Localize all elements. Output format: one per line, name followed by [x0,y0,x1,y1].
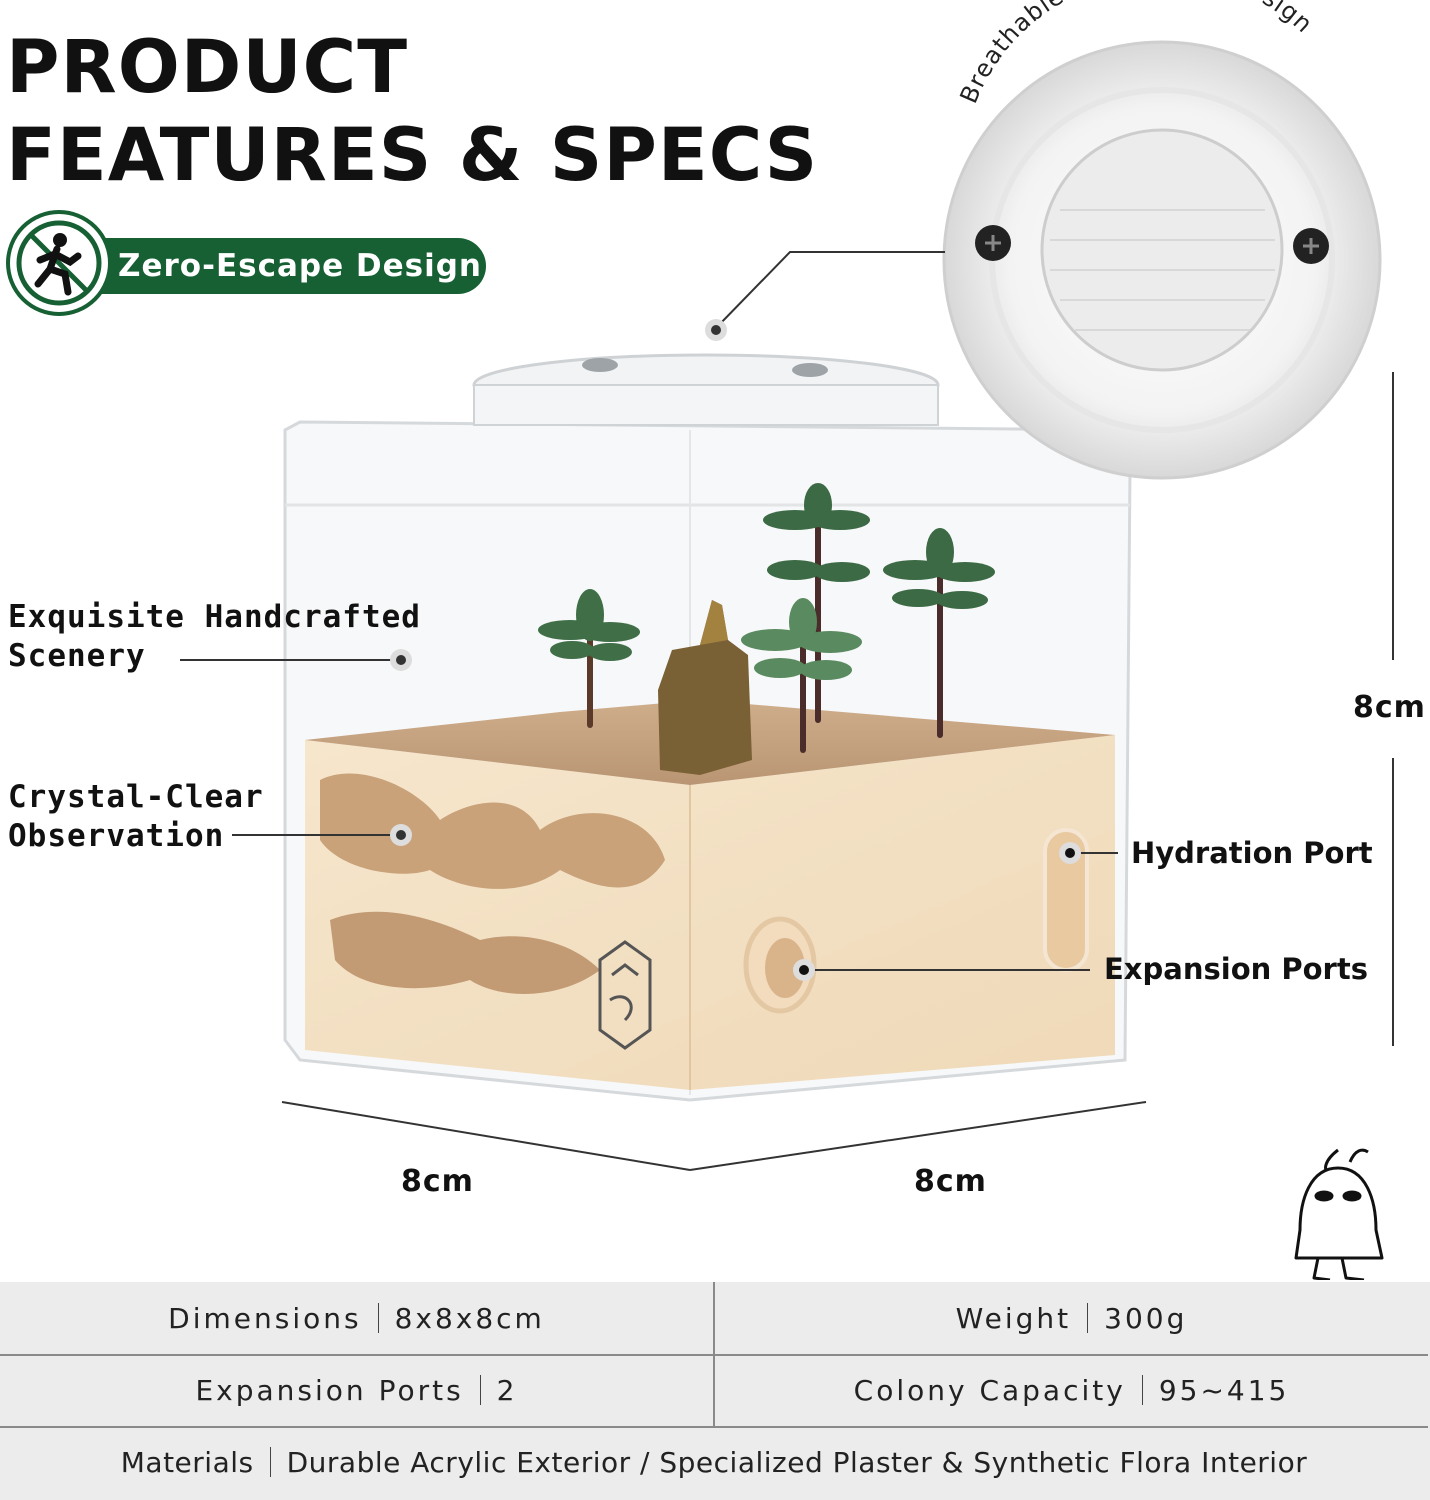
dimensions-cell: Dimensions 8x8x8cm [0,1282,713,1354]
ghost-mascot-icon [1294,1148,1384,1280]
expansion-ports-key: Expansion Ports [195,1373,464,1407]
page-title: PRODUCT FEATURES & SPECS [6,24,818,200]
expansion-ports-value: 2 [496,1373,518,1407]
width-left-dimension: 8cm [401,1164,474,1199]
product-illustration: Breathable Mesh Dome Design [180,0,1394,1280]
observation-label-line-1: Crystal-Clear [8,779,264,815]
title-line-2: FEATURES & SPECS [6,113,819,198]
materials-key: Materials [120,1445,254,1479]
specs-row-2: Expansion Ports 2 Colony Capacity 95~415 [0,1354,1428,1428]
hydration-port-label: Hydration Port [1131,836,1373,870]
dimensions-key: Dimensions [168,1301,362,1335]
observation-label: Crystal-Clear Observation [8,778,264,856]
weight-cell: Weight 300g [715,1282,1428,1354]
materials-cell: Materials Durable Acrylic Exterior / Spec… [0,1426,1428,1498]
rock-decoration [658,600,752,775]
scenery-label-line-1: Exquisite Handcrafted [8,599,421,635]
title-line-1: PRODUCT [6,25,409,110]
zero-escape-badge: Zero-Escape Design [6,210,486,320]
observation-label-line-2: Observation [8,818,225,854]
mesh-dome-inset [942,40,1382,480]
weight-value: 300g [1104,1301,1188,1335]
height-dimension: 8cm [1353,690,1426,725]
leader-lines [180,251,1394,1171]
colony-capacity-value: 95~415 [1158,1373,1290,1407]
specs-divider [713,1282,715,1426]
scenery-label: Exquisite Handcrafted Scenery [8,598,421,676]
specs-table: Dimensions 8x8x8cm Weight 300g Expansion P… [0,1282,1430,1500]
leader-dots [390,319,1081,981]
scenery-label-line-2: Scenery [8,638,146,674]
badge-pill [66,238,486,294]
materials-value: Durable Acrylic Exterior / Specialized P… [286,1445,1308,1479]
colony-capacity-cell: Colony Capacity 95~415 [715,1354,1428,1426]
dimensions-value: 8x8x8cm [394,1301,545,1335]
badge-label: Zero-Escape Design [118,248,482,284]
width-right-dimension: 8cm [914,1164,987,1199]
expansion-ports-label: Expansion Ports [1104,952,1368,986]
weight-key: Weight [955,1301,1072,1335]
no-escape-icon [6,210,112,316]
expansion-ports-cell: Expansion Ports 2 [0,1354,713,1426]
palm-trees [538,483,995,753]
colony-capacity-key: Colony Capacity [853,1373,1126,1407]
brand-logo-icon [598,940,652,1050]
